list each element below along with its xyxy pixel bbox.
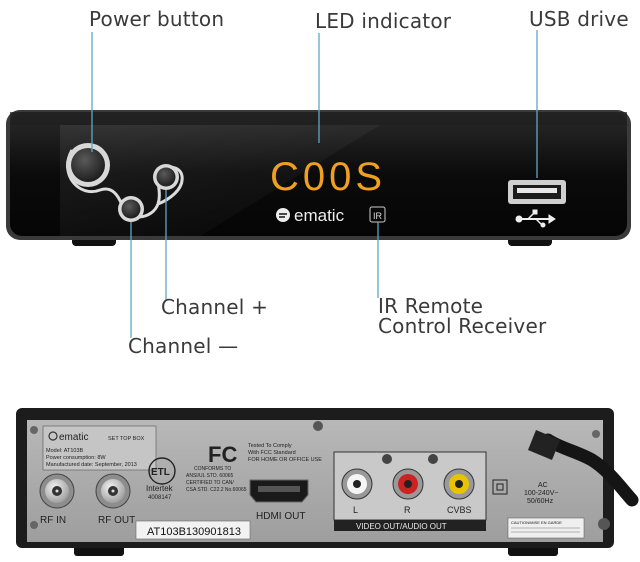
conforms-line: CERTIFIED TO CAN/ (186, 480, 234, 486)
power-cord (541, 433, 639, 507)
callout-ir-receiver: IR Remote Control Receiver (378, 296, 598, 336)
audio-left-jack[interactable] (341, 468, 373, 500)
front-unit: C00S ematic IR (6, 110, 631, 246)
rf-out-label: RF OUT (98, 515, 135, 526)
rear-unit: ematic SET TOP BOX Model: AT103B Power c… (16, 408, 639, 556)
rear-brand-name: ematic (59, 432, 88, 443)
conforms-line: ANSI/UL STD. 60065 (186, 473, 234, 479)
front-brand-name: ematic (294, 206, 345, 225)
hdmi-out-label: HDMI OUT (256, 511, 305, 522)
etl-mark-icon (148, 457, 176, 485)
callout-channel-plus: Channel + (161, 295, 269, 319)
channel-minus-button[interactable] (121, 199, 141, 219)
ac-line: 50/60Hz (527, 498, 554, 505)
rear-model-tag: SET TOP BOX (108, 436, 145, 442)
av-cvbs-label: CVBS (447, 505, 472, 515)
fcc-line: With FCC Standard (248, 450, 296, 456)
cord-strain-relief (528, 430, 560, 460)
callout-power-button: Power button (89, 7, 225, 31)
usb-symbol-icon (515, 209, 556, 228)
rf-in-label: RF IN (40, 515, 66, 526)
fcc-logo: FC (208, 442, 237, 467)
caution-title: CAUTION/MISE EN GARDE (511, 520, 562, 525)
power-button[interactable] (71, 148, 105, 182)
av-label-strip (334, 520, 486, 531)
rf-out-connector[interactable] (95, 473, 131, 509)
channel-plus-button[interactable] (156, 167, 176, 187)
ir-badge: IR (373, 211, 383, 221)
leader-lines (91, 30, 538, 338)
intertek-number: 4008147 (148, 495, 172, 501)
product-label (42, 425, 157, 471)
av-l-label: L (353, 505, 358, 515)
label-line: Power consumption: 8W (46, 455, 106, 461)
double-insulation-icon (492, 479, 508, 495)
svg-text:ETL: ETL (151, 467, 170, 478)
screw-top (313, 421, 323, 431)
callout-ir-line1: IR Remote (378, 294, 484, 318)
av-screw-right (428, 454, 438, 464)
ac-line: 100-240V~ (524, 490, 558, 497)
av-r-label: R (404, 505, 411, 515)
led-display: C00S (270, 155, 386, 199)
label-line: Model: AT103B (46, 448, 84, 454)
av-screw-left (382, 454, 392, 464)
audio-right-jack[interactable] (392, 468, 424, 500)
callout-led-indicator: LED indicator (315, 9, 452, 33)
callout-usb-drive: USB drive (529, 7, 629, 31)
label-line: Manufactured date: September, 2013 (46, 462, 137, 468)
button-cluster-outline (66, 149, 184, 219)
serial-number: AT103B130901813 (147, 526, 241, 538)
video-cvbs-jack[interactable] (443, 468, 475, 500)
intertek-label: Intertek (146, 484, 174, 493)
serial-sticker (135, 520, 251, 540)
av-out-label: VIDEO OUT/AUDIO OUT (356, 522, 447, 531)
callout-ir-line2: Control Receiver (378, 314, 547, 338)
fcc-line: FOR HOME OR OFFICE USE (248, 457, 322, 463)
conforms-line: CONFORMS TO (194, 466, 231, 472)
rf-in-connector[interactable] (39, 473, 75, 509)
fcc-line: Tested To Comply (248, 443, 292, 449)
callout-channel-minus: Channel — (128, 334, 239, 358)
ac-line: AC (538, 482, 548, 489)
conforms-line: CSA STD. C22.2 No.60065 (186, 487, 247, 493)
brand-logo-icon (276, 208, 290, 222)
